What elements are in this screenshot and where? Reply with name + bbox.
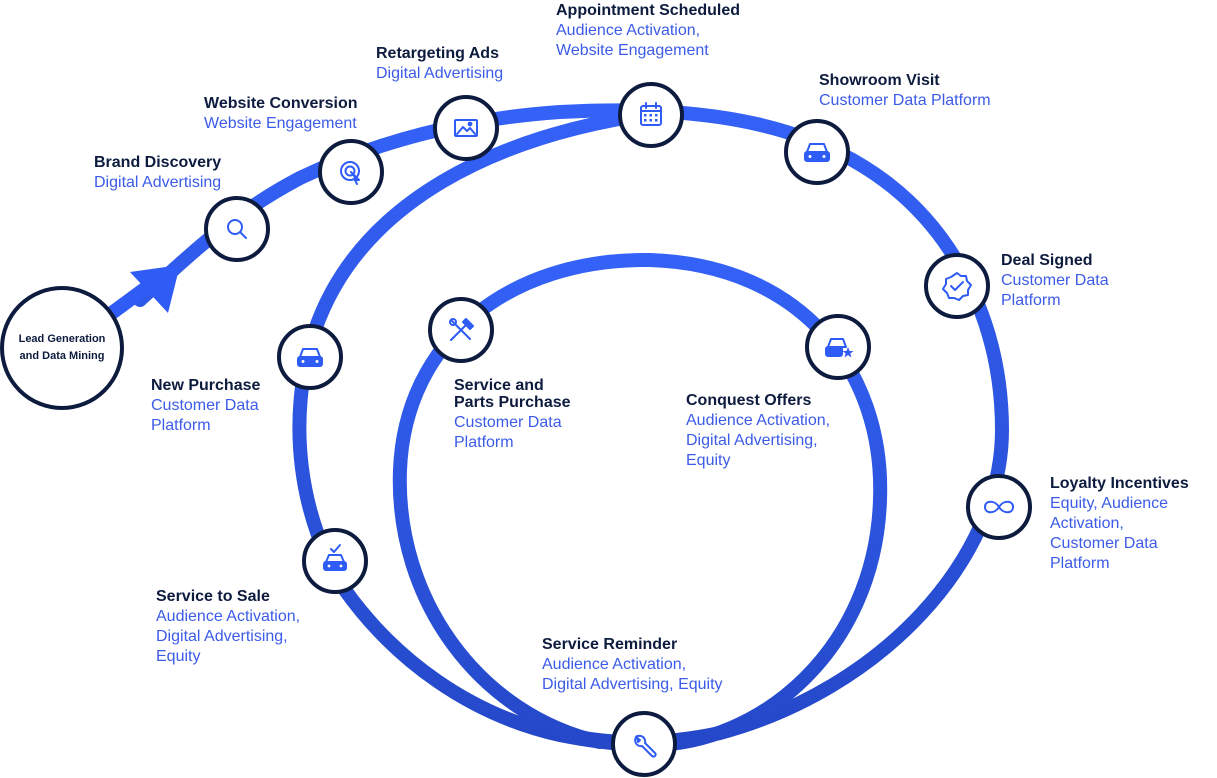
node-deal-signed[interactable] bbox=[924, 253, 990, 319]
step-title: Showroom Visit bbox=[819, 72, 940, 89]
step-title: Loyalty Incentives bbox=[1050, 475, 1189, 492]
infinity-icon bbox=[984, 500, 1014, 514]
step-title: Conquest Offers bbox=[686, 392, 812, 409]
car-icon bbox=[297, 348, 323, 367]
car-star-icon bbox=[825, 338, 854, 358]
verified-badge-icon bbox=[942, 272, 972, 301]
car-check-icon bbox=[323, 544, 347, 571]
label-deal-signed: Deal Signed Customer Data Platform bbox=[1001, 251, 1109, 311]
step-title: Website Conversion bbox=[204, 95, 358, 112]
step-subtitle: Customer Data Platform bbox=[151, 397, 259, 434]
label-new-purchase: New Purchase Customer Data Platform bbox=[151, 376, 260, 436]
node-brand-discovery[interactable] bbox=[204, 196, 270, 262]
step-subtitle: Digital Advertising bbox=[376, 65, 504, 82]
step-title: New Purchase bbox=[151, 377, 261, 394]
step-title-line1: Service and bbox=[454, 377, 544, 394]
tools-icon bbox=[449, 318, 474, 341]
image-icon bbox=[454, 119, 478, 137]
node-service-reminder[interactable] bbox=[611, 711, 677, 777]
car-icon bbox=[804, 143, 830, 162]
cursor-click-icon bbox=[340, 161, 360, 185]
search-icon bbox=[227, 219, 247, 239]
label-conquest-offers: Conquest Offers Audience Activation, Dig… bbox=[686, 391, 830, 471]
step-subtitle: Digital Advertising bbox=[94, 174, 222, 191]
step-subtitle: Website Engagement bbox=[204, 115, 357, 132]
step-title: Appointment Scheduled bbox=[556, 2, 740, 19]
step-subtitle: Customer Data Platform bbox=[819, 92, 991, 109]
step-subtitle: Customer Data Platform bbox=[454, 414, 562, 451]
step-subtitle: Equity, Audience Activation, Customer Da… bbox=[1050, 495, 1169, 572]
calendar-icon bbox=[640, 102, 662, 126]
step-subtitle: Audience Activation, Digital Advertising… bbox=[686, 412, 831, 469]
node-retargeting-ads[interactable] bbox=[433, 95, 499, 161]
label-showroom-visit: Showroom Visit Customer Data Platform bbox=[819, 71, 991, 111]
step-subtitle: Audience Activation, Digital Advertising… bbox=[156, 608, 301, 665]
label-service-to-sale: Service to Sale Audience Activation, Dig… bbox=[156, 587, 300, 667]
step-title: Retargeting Ads bbox=[376, 45, 499, 62]
label-loyalty-incentives: Loyalty Incentives Equity, Audience Acti… bbox=[1050, 474, 1189, 574]
start-label-line2: and Data Mining bbox=[19, 350, 105, 362]
step-title-line2: Parts Purchase bbox=[454, 394, 571, 411]
label-brand-discovery: Brand Discovery Digital Advertising bbox=[94, 153, 221, 193]
wrench-icon bbox=[634, 734, 657, 758]
start-arrow bbox=[98, 265, 180, 325]
label-service-parts-purchase: Service and Parts Purchase Customer Data… bbox=[454, 376, 571, 453]
label-service-reminder: Service Reminder Audience Activation, Di… bbox=[542, 635, 723, 695]
step-title: Brand Discovery bbox=[94, 154, 222, 171]
step-subtitle: Customer Data Platform bbox=[1001, 272, 1109, 309]
start-label-line1: Lead Generation bbox=[18, 333, 106, 345]
track-inner-loop bbox=[392, 252, 888, 752]
step-subtitle: Audience Activation, Website Engagement bbox=[556, 22, 709, 59]
start-node bbox=[0, 286, 124, 410]
start-node-label: Lead Generation and Data Mining bbox=[2, 331, 122, 365]
step-title: Service to Sale bbox=[156, 588, 270, 605]
step-subtitle: Audience Activation, Digital Advertising… bbox=[542, 656, 723, 693]
label-website-conversion: Website Conversion Website Engagement bbox=[204, 94, 358, 134]
step-title: Service Reminder bbox=[542, 636, 678, 653]
step-title: Deal Signed bbox=[1001, 252, 1093, 269]
label-retargeting-ads: Retargeting Ads Digital Advertising bbox=[376, 44, 503, 84]
label-appointment-scheduled: Appointment Scheduled Audience Activatio… bbox=[556, 1, 740, 61]
